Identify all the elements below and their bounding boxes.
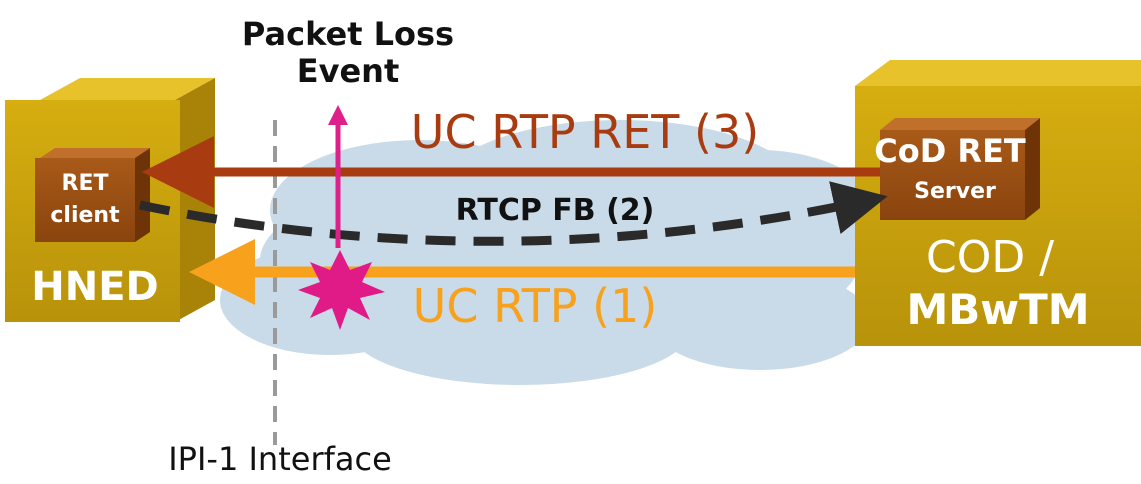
rtp-arrow-label: UC RTP (1) (413, 279, 658, 333)
ret-client-box (35, 148, 150, 242)
network-cloud (220, 120, 880, 385)
server-box (855, 60, 1141, 346)
cod-ret-server-box (880, 118, 1040, 220)
ret-client-label-line2: client (50, 203, 120, 228)
cod-ret-label-line2: Server (914, 179, 996, 204)
cod-ret-label-line1: CoD RET (874, 132, 1026, 170)
interface-label: IPI-1 Interface (168, 440, 392, 478)
ret-client-label-line1: RET (62, 171, 109, 196)
packet-loss-burst (298, 250, 385, 330)
server-label-line1: COD / (926, 232, 1054, 283)
title-line2: Event (297, 52, 400, 90)
title-line1: Packet Loss (242, 15, 454, 53)
server-label-line2: MBwTM (906, 285, 1089, 334)
rtcp-fb-label: RTCP FB (2) (456, 193, 655, 228)
hned-label: HNED (31, 264, 158, 310)
ret-arrow-label: UC RTP RET (3) (411, 105, 759, 159)
rtcp-fb-arrow (139, 181, 888, 246)
